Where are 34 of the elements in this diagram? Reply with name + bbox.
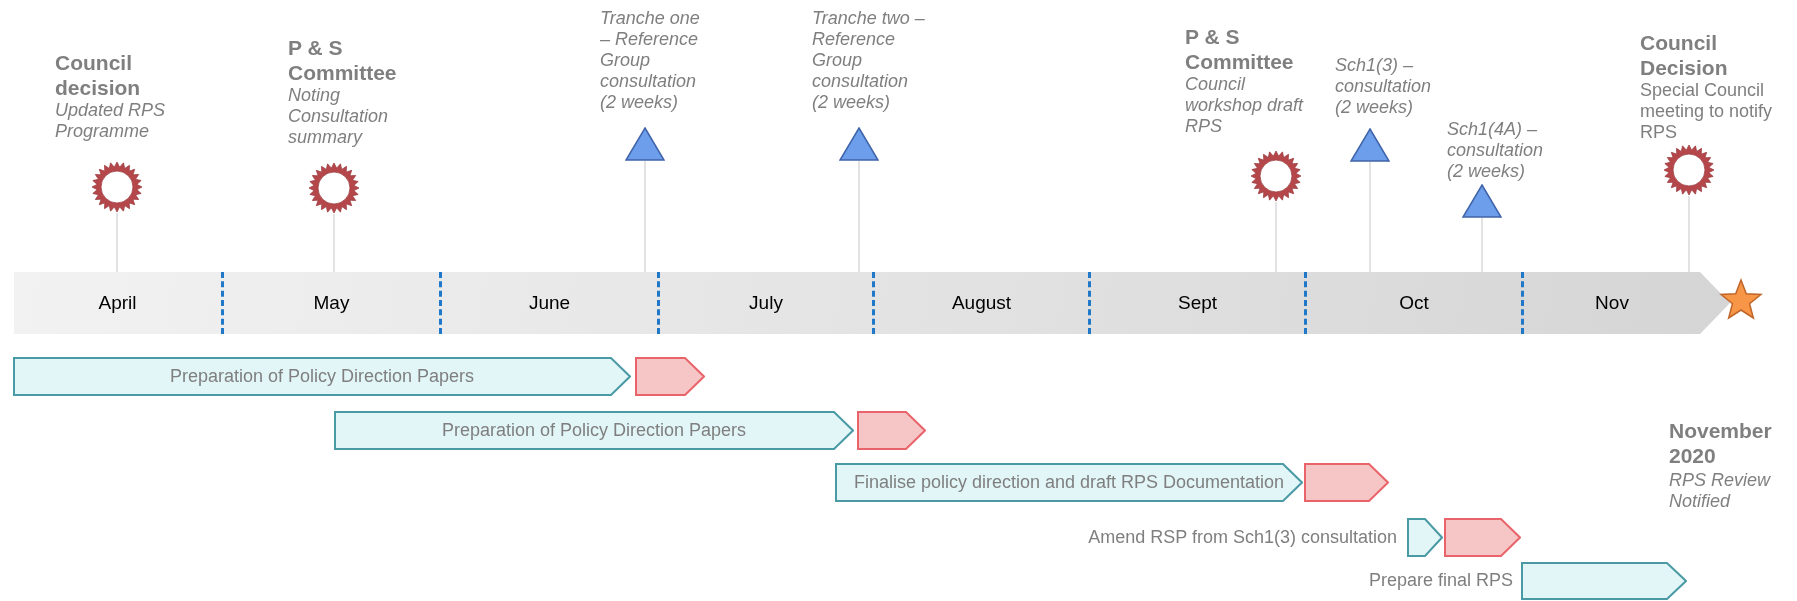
task-label: Prepare final RPS <box>1368 570 1513 591</box>
phase-block <box>1444 518 1521 557</box>
milestone-note: Updated RPS Programme <box>55 100 167 142</box>
month-label: Nov <box>1521 272 1700 334</box>
milestone-note: Special Council meeting to notify RPS <box>1640 80 1774 143</box>
milestone-note: Sch1(3) – consultation (2 weeks) <box>1335 55 1433 118</box>
milestone-note: Sch1(4A) – consultation (2 weeks) <box>1447 119 1545 182</box>
task-bar: Preparation of Policy Direction Papers <box>13 357 631 396</box>
star-icon <box>1719 278 1763 322</box>
month-label: Sept <box>1088 272 1304 334</box>
month-label: April <box>14 272 221 334</box>
month-label: August <box>872 272 1088 334</box>
milestone-note: Council workshop draft RPS <box>1185 74 1305 137</box>
month-label: May <box>221 272 439 334</box>
timeline-band <box>14 272 1730 334</box>
milestone-heading: Council decision <box>55 50 142 100</box>
task-bar: Preparation of Policy Direction Papers <box>334 411 854 450</box>
month-label: July <box>657 272 872 334</box>
milestone-note: Noting Consultation summary <box>288 85 390 148</box>
task-bar <box>1521 562 1687 600</box>
phase-block <box>857 411 926 450</box>
milestone-note: Tranche two – Reference Group consultation (2 weeks) <box>812 8 926 113</box>
task-bar: Finalise policy direction and draft RPS Documentation <box>835 463 1303 502</box>
milestone-heading: P & S Committee <box>288 35 398 85</box>
phase-block <box>635 357 705 396</box>
month-label: June <box>439 272 657 334</box>
milestone-note: RPS Review Notified <box>1669 470 1772 512</box>
milestone-note: Tranche one – Reference Group consultation (2 weeks) <box>600 8 701 113</box>
month-label: Oct <box>1304 272 1521 334</box>
milestone-heading: November 2020 <box>1669 418 1773 468</box>
milestone-heading: Council Decision <box>1640 30 1729 80</box>
milestone-heading: P & S Committee <box>1185 24 1295 74</box>
task-label: Amend RSP from Sch1(3) consultation <box>1088 526 1397 548</box>
phase-block <box>1304 463 1389 502</box>
